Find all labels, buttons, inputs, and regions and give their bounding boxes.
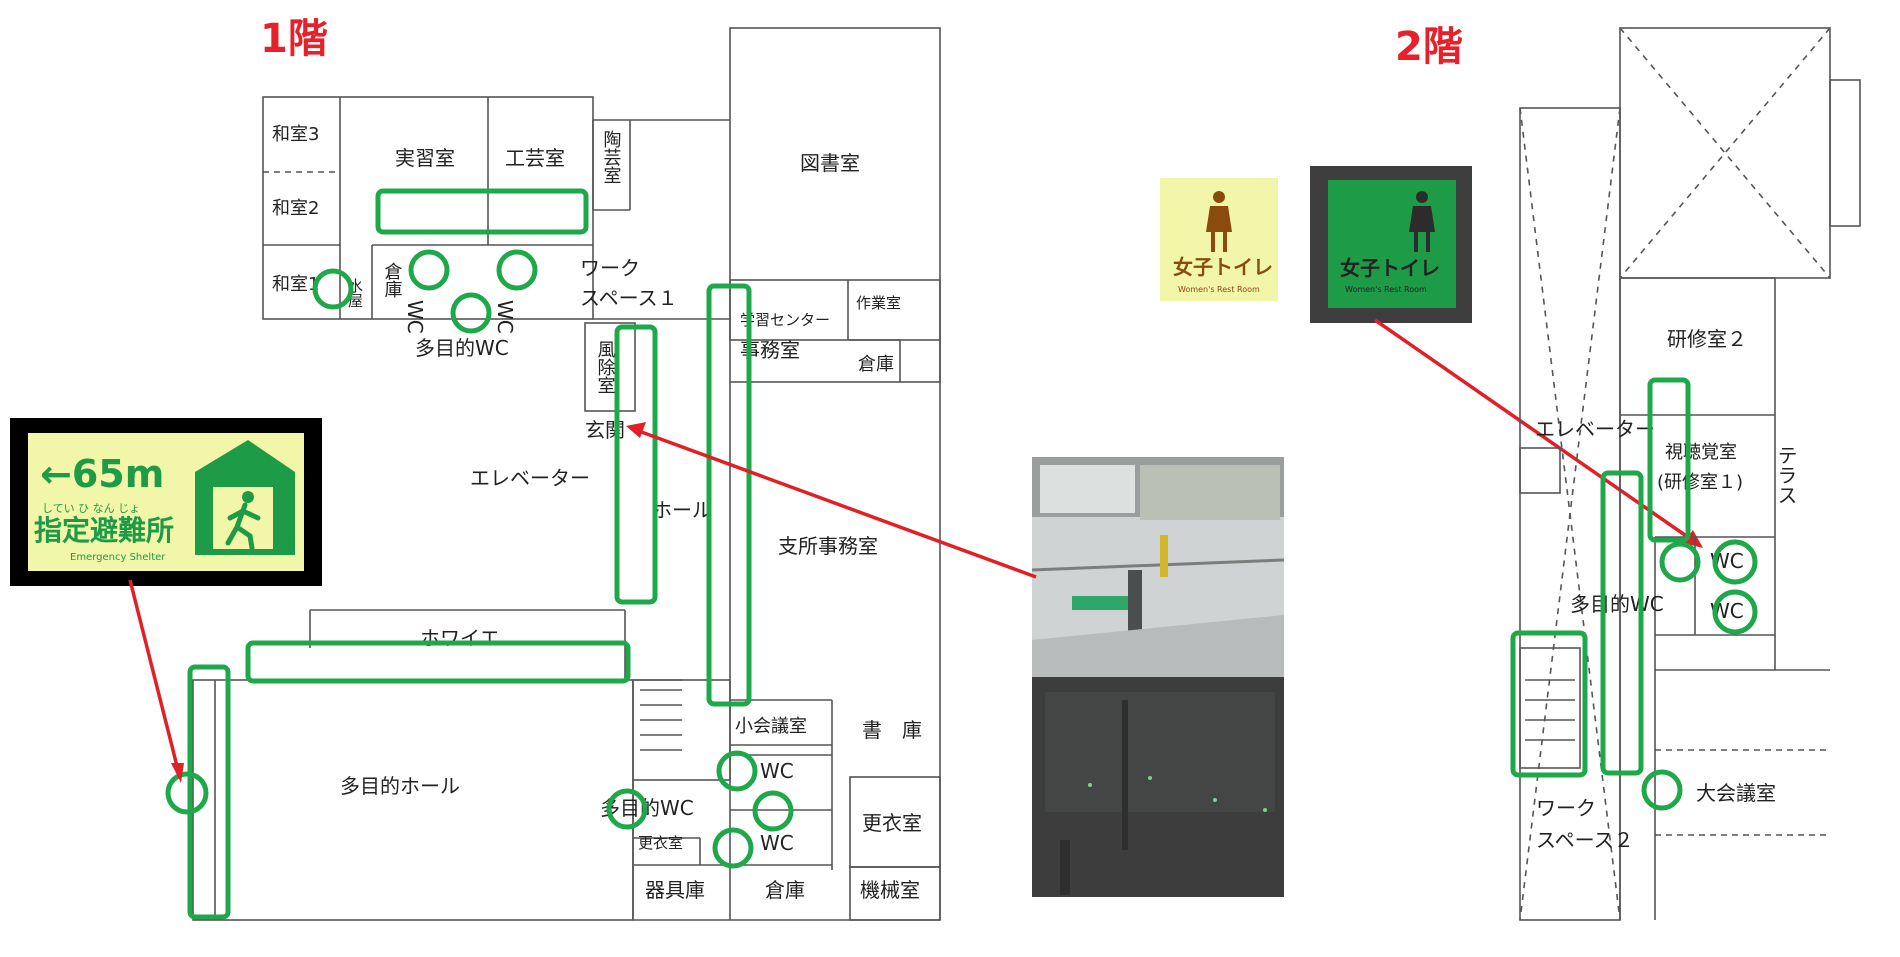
room-toshoshitsu: 図書室 xyxy=(800,151,860,175)
room-foyer: ホワイエ xyxy=(420,626,500,650)
room-work-space2-a: ワーク xyxy=(1536,796,1596,820)
shelter-sign-ruby: してい ひ なん じょ xyxy=(42,502,140,515)
room-fuyo: 風除室 xyxy=(595,340,616,394)
room-wc-b: WC xyxy=(493,300,517,334)
room-koi: 更衣室 xyxy=(862,811,922,835)
floor2-title: 2階 xyxy=(1395,24,1463,70)
room-koi-small: 更衣室 xyxy=(638,834,683,852)
room-soko-bottom: 倉庫 xyxy=(765,878,805,902)
room-kogei: 工芸室 xyxy=(505,146,565,170)
room-wc-a: WC xyxy=(403,300,427,334)
room-togei: 陶芸室 xyxy=(601,130,622,184)
room-kenshu2: 研修室２ xyxy=(1667,327,1747,351)
shelter-sign-distance: ←65m xyxy=(40,452,164,496)
toilet-sign-light-label: 女子トイレ xyxy=(1173,255,1273,279)
room-wc-d: WC xyxy=(760,831,794,855)
women-icon-dark xyxy=(1409,191,1435,252)
shelter-sign-name: 指定避難所 xyxy=(34,514,174,547)
toilet-sign-dark-label: 女子トイレ xyxy=(1340,256,1440,280)
floor1-highlights xyxy=(165,188,794,920)
toilet-sign-light: 女子トイレ Women's Rest Room xyxy=(1160,178,1278,301)
room-elevator-f2: エレベーター xyxy=(1535,417,1655,441)
arrow-shelter-head xyxy=(171,763,184,783)
room-kikai: 機械室 xyxy=(860,878,920,902)
floor1-title: 1階 xyxy=(260,16,328,62)
room-washitsu1: 和室1 xyxy=(272,274,319,295)
room-shichokaku-b: (研修室１) xyxy=(1657,472,1743,493)
entrance-photo xyxy=(1031,457,1285,897)
floor2-plan: 2階 研修室２ xyxy=(1395,24,1861,921)
room-shoko: 書 庫 xyxy=(862,718,922,742)
room-tamokuteki-hall: 多目的ホール xyxy=(340,774,460,798)
room-wc-c: WC xyxy=(760,759,794,783)
toilet-sign-dark-english: Women's Rest Room xyxy=(1345,285,1427,294)
shelter-sign: ←65m してい ひ なん じょ 指定避難所 Emergency Shelter xyxy=(10,418,322,586)
room-daikaigi: 大会議室 xyxy=(1696,781,1776,805)
room-work-space1-b: スペース１ xyxy=(580,286,678,310)
room-soko-mid: 倉庫 xyxy=(858,354,894,375)
shelter-sign-english: Emergency Shelter xyxy=(70,552,166,563)
room-tamokuteki-wc-top: 多目的WC xyxy=(415,336,509,360)
floor1-plan: 1階 xyxy=(165,16,941,921)
room-shichokaku-a: 視聴覚室 xyxy=(1665,442,1737,463)
room-gakushu-a: 学習センター xyxy=(740,311,830,329)
room-soko-top: 倉庫 xyxy=(382,262,403,298)
room-shisho: 支所事務室 xyxy=(778,534,878,558)
room-jisshu: 実習室 xyxy=(395,146,455,170)
room-hall: ホール xyxy=(652,498,712,522)
toilet-sign-dark: 女子トイレ Women's Rest Room xyxy=(1310,166,1472,323)
room-tamokuteki-wc-f2: 多目的WC xyxy=(1570,592,1664,616)
room-kigu: 器具庫 xyxy=(645,878,705,902)
room-washitsu3: 和室3 xyxy=(272,124,319,145)
arrow-shelter xyxy=(128,579,180,771)
arrow-entrance xyxy=(635,428,1037,579)
room-terrace: テラス xyxy=(1774,445,1798,505)
women-icon-light xyxy=(1206,191,1232,252)
room-sagyo: 作業室 xyxy=(856,294,901,312)
room-washitsu2: 和室2 xyxy=(272,198,319,219)
room-shokaigi: 小会議室 xyxy=(735,716,807,737)
emergency-exit-icon xyxy=(195,440,295,555)
floor2-walls xyxy=(1519,27,1861,921)
room-elevator-f1: エレベーター xyxy=(470,466,590,490)
toilet-sign-light-english: Women's Rest Room xyxy=(1178,285,1260,294)
room-work-space1-a: ワーク xyxy=(580,256,640,280)
arrow-entrance-head xyxy=(626,422,646,438)
floor1-walls xyxy=(192,27,941,921)
room-work-space2-b: スペース２ xyxy=(1536,828,1634,852)
floor2-highlights xyxy=(1510,377,1758,811)
